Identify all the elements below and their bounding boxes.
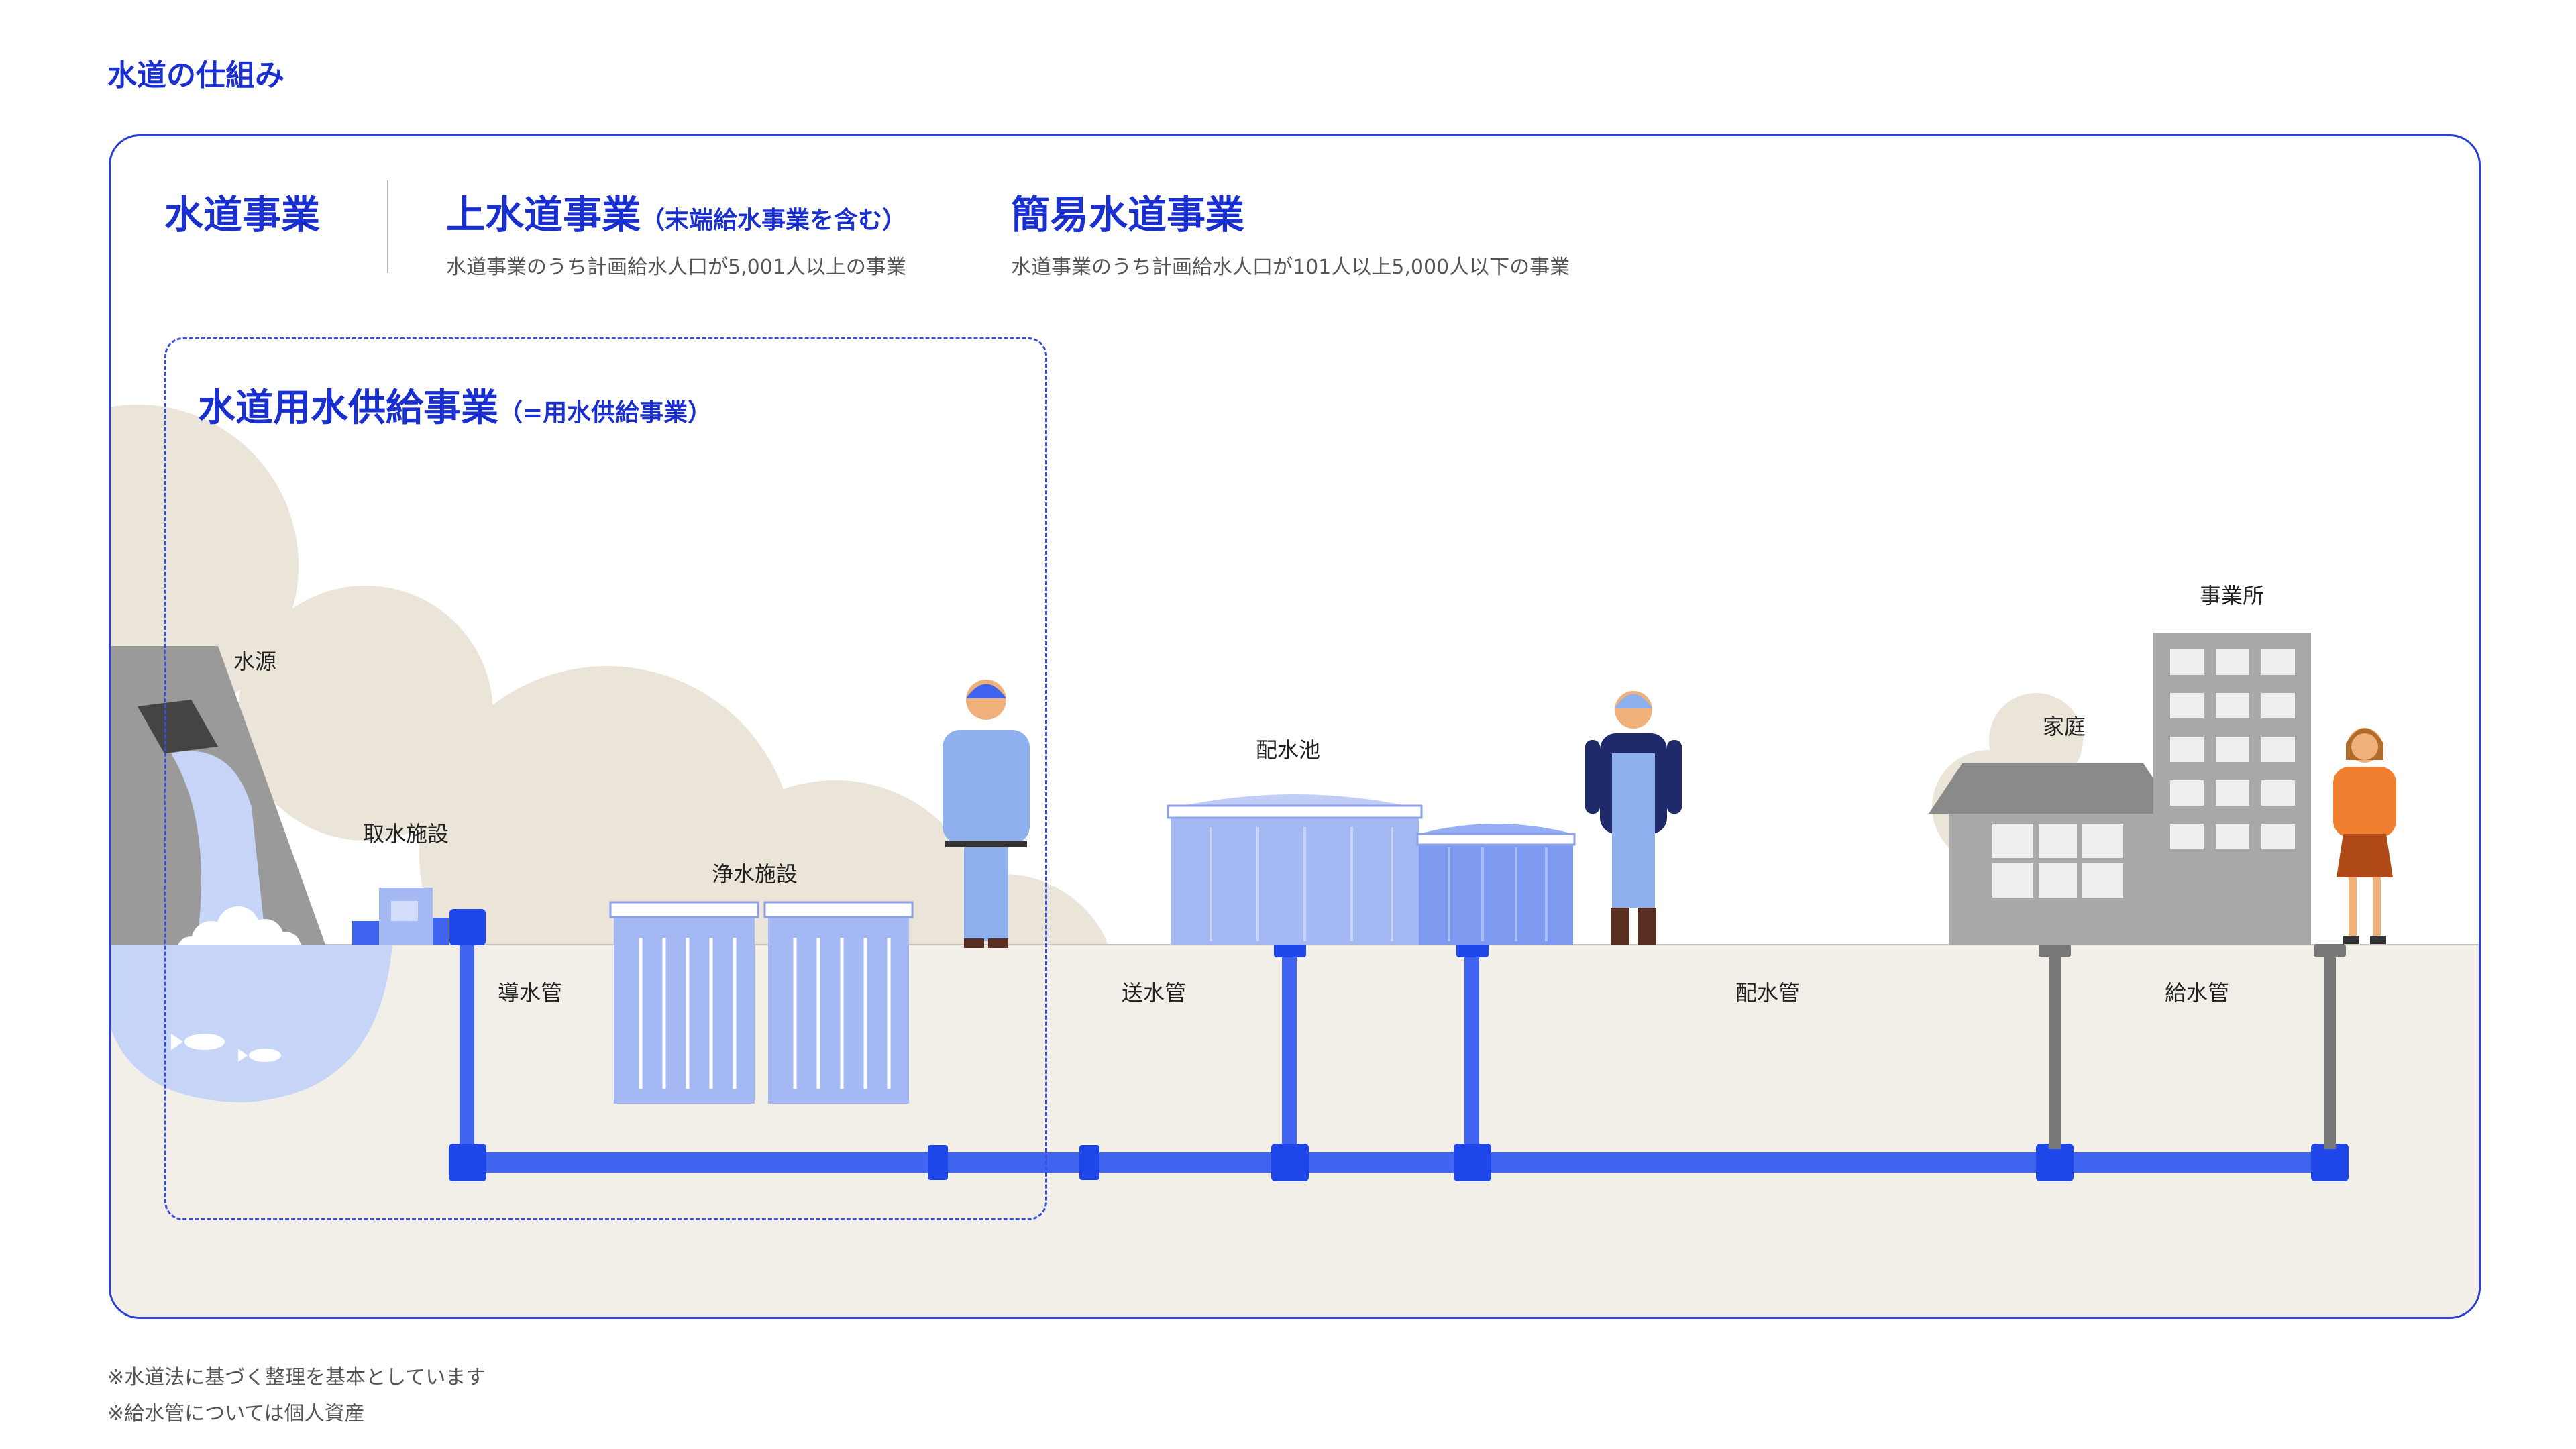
distribution-reservoir xyxy=(1167,794,1576,945)
simple-water-heading: 簡易水道事業 xyxy=(1011,192,1245,237)
supply-business-title: 水道用水供給事業 xyxy=(198,386,498,430)
heading-divider xyxy=(387,180,388,273)
page-title: 水道の仕組み xyxy=(107,58,284,93)
reservoir-water xyxy=(111,945,392,1102)
distribution-pipe-riser xyxy=(1464,948,1479,1169)
footnote: ※給水管については個人資産 xyxy=(107,1402,365,1426)
simple-water-description: 水道事業のうち計画給水人口が101人以上5,000人以下の事業 xyxy=(1011,256,1570,279)
home-label: 家庭 xyxy=(2042,714,2086,739)
distribution-pipe-label: 配水管 xyxy=(1735,980,1801,1006)
conveyance-pipe-riser xyxy=(460,945,474,1166)
pipes xyxy=(460,945,2338,1173)
supply-business-subtitle: （=用水供給事業） xyxy=(498,399,712,427)
worker-person xyxy=(1585,691,1682,945)
home-building xyxy=(1929,763,2177,945)
water-source-label: 水源 xyxy=(233,649,277,674)
pipe-joints xyxy=(449,941,2349,1181)
transmission-pipe-label: 送水管 xyxy=(1121,980,1187,1006)
office-building xyxy=(2153,633,2311,945)
conveyance-pipe-label: 導水管 xyxy=(497,980,563,1006)
water-business-heading: 水道事業 xyxy=(164,192,321,237)
upper-water-heading: 上水道事業（末端給水事業を含む） xyxy=(446,183,906,239)
resident-person xyxy=(2333,728,2396,944)
purification-plant xyxy=(609,901,914,1104)
upper-water-description: 水道事業のうち計画給水人口が5,001人以上の事業 xyxy=(446,256,906,279)
distribution-reservoir-label: 配水池 xyxy=(1255,737,1321,763)
footnote: ※水道法に基づく整理を基本としています xyxy=(107,1366,486,1389)
upper-water-title: 上水道事業 xyxy=(446,192,641,237)
intake-facility xyxy=(352,888,486,945)
supply-business-region xyxy=(164,337,1047,1220)
office-label: 事業所 xyxy=(2199,583,2265,608)
transmission-pipe-riser xyxy=(1282,948,1297,1169)
supply-business-heading: 水道用水供給事業（=用水供給事業） xyxy=(198,378,712,432)
service-pipe-risers xyxy=(2039,944,2346,1149)
upper-water-subtitle: （末端給水事業を含む） xyxy=(641,207,907,234)
water-system-panel: 水道事業 上水道事業（末端給水事業を含む） 水道事業のうち計画給水人口が5,00… xyxy=(109,134,2481,1319)
conveyance-pipe xyxy=(460,1152,929,1173)
service-pipe-label: 給水管 xyxy=(2164,980,2230,1006)
distribution-pipe xyxy=(1464,1152,2243,1173)
waterfall xyxy=(171,751,265,934)
water-system-illustration xyxy=(111,405,2479,1317)
purification-label: 浄水施設 xyxy=(711,861,798,887)
intake-label: 取水施設 xyxy=(362,821,449,847)
fish-icon xyxy=(171,1034,281,1062)
worker-person xyxy=(943,680,1030,948)
